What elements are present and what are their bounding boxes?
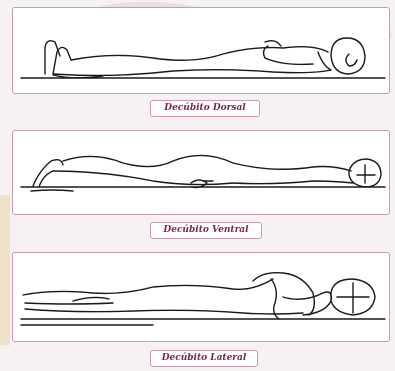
figure-panel-ventral <box>12 130 390 215</box>
caption-dorsal: Decúbito Dorsal <box>150 100 260 117</box>
lateral-body-illustration <box>13 253 390 342</box>
figure-panel-dorsal <box>12 7 390 94</box>
figure-panel-lateral <box>12 252 390 342</box>
caption-lateral: Decúbito Lateral <box>150 350 258 367</box>
caption-ventral: Decúbito Ventral <box>150 222 262 239</box>
supine-body-illustration <box>13 8 390 94</box>
prone-body-illustration <box>13 131 390 215</box>
